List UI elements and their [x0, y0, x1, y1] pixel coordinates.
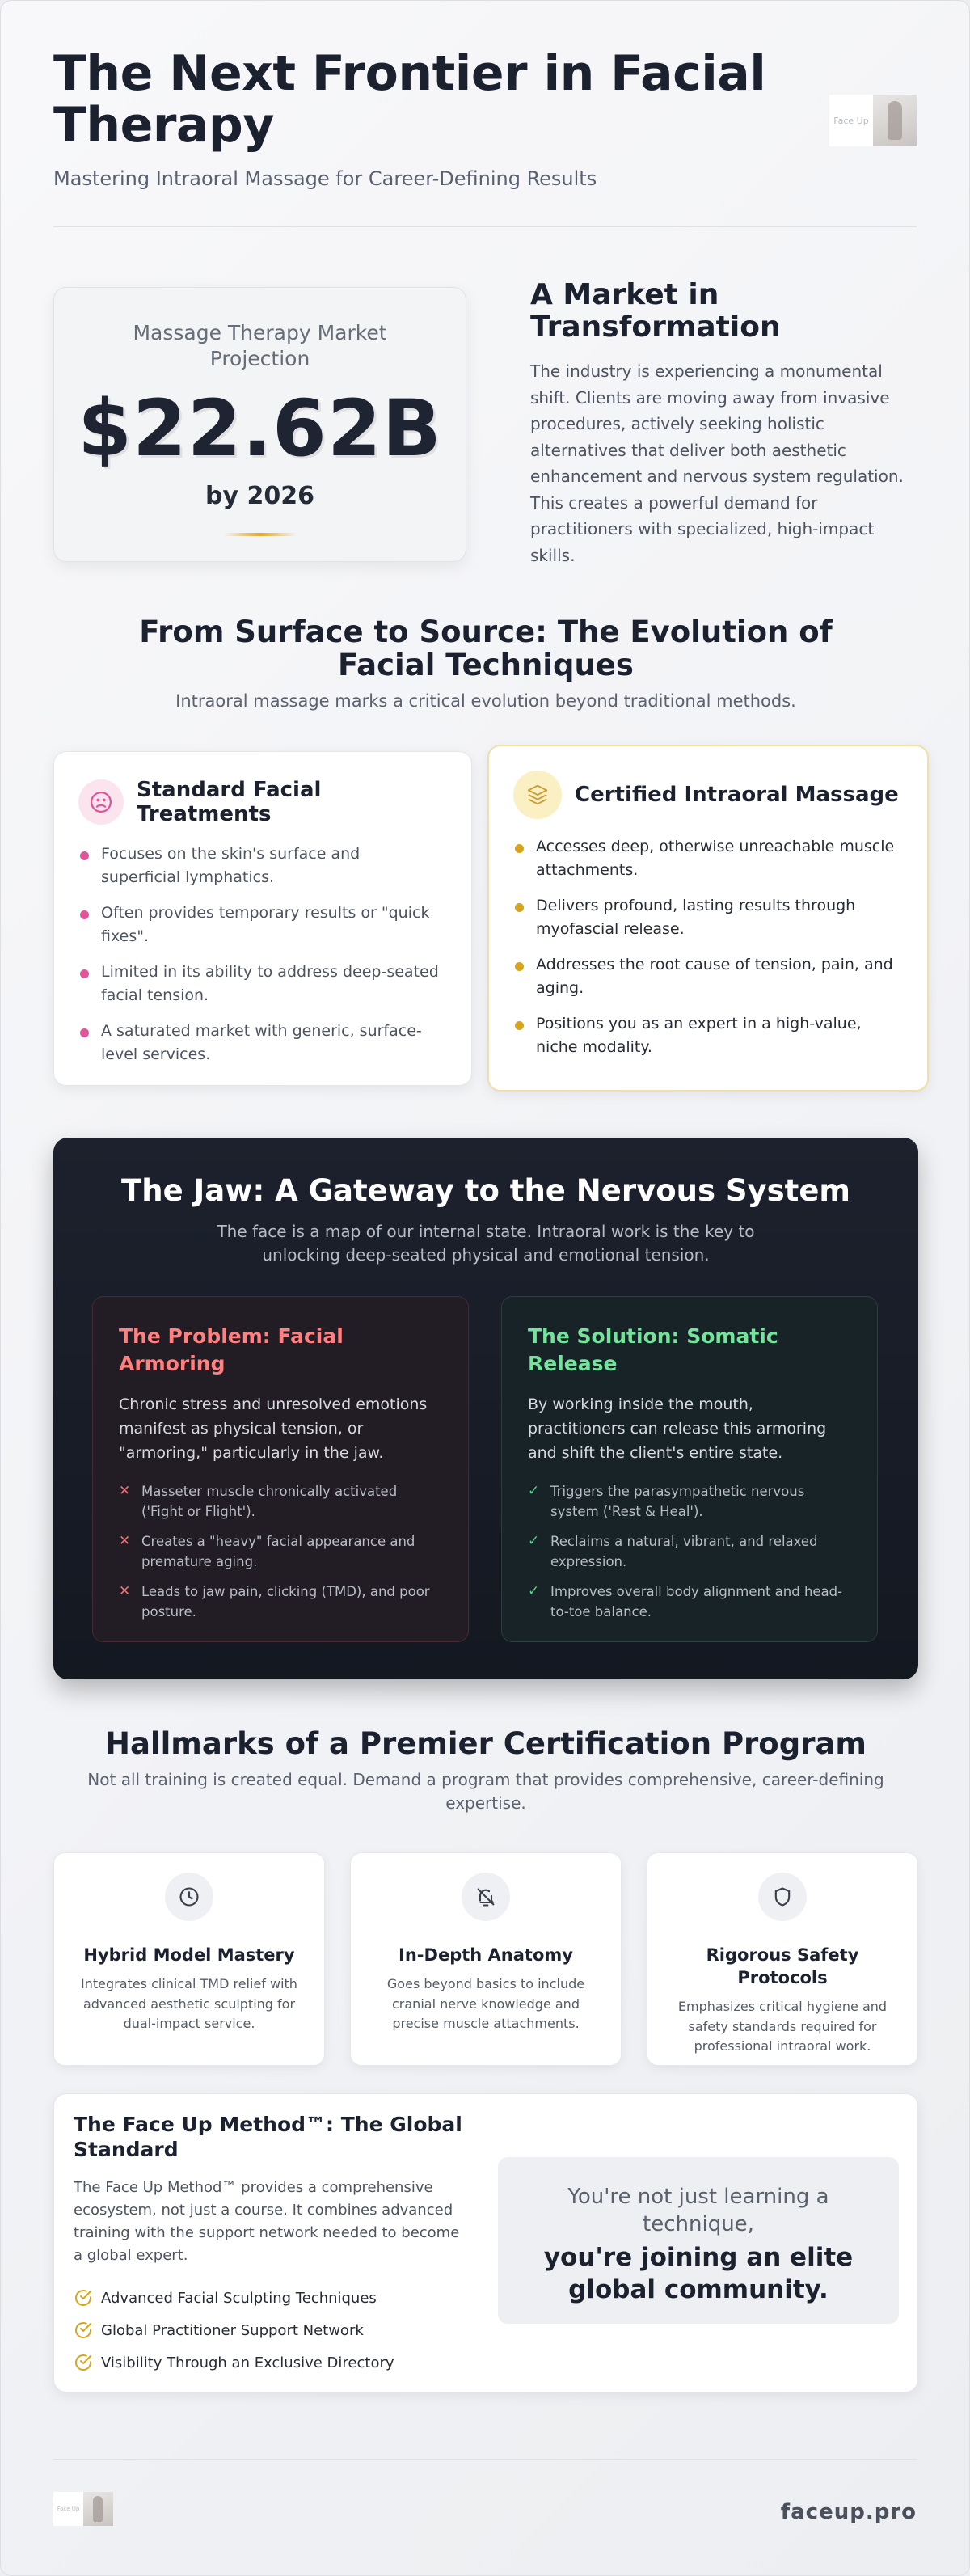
footer-website-link[interactable]: faceup.pro — [780, 2500, 917, 2524]
feature-title: Rigorous Safety Protocols — [706, 1945, 859, 1987]
evolution-subtitle: Intraoral massage marks a critical evolu… — [175, 691, 796, 711]
check-mark-icon: ✓ — [528, 1583, 540, 1599]
logo-wordmark: Face Up — [829, 95, 873, 146]
bell-off-icon — [462, 1873, 510, 1921]
check-circle-icon — [75, 2322, 91, 2338]
list-item: ✕Masseter muscle chronically activated (… — [119, 1481, 442, 1522]
layers-icon — [513, 771, 562, 819]
list-item: Advanced Facial Sculpting Techniques — [74, 2282, 394, 2314]
list-item: Accesses deep, otherwise unreachable mus… — [515, 835, 900, 882]
solution-panel: The Solution: Somatic Release By working… — [501, 1296, 878, 1642]
shield-icon — [758, 1873, 807, 1921]
list-item: Often provides temporary results or "qui… — [80, 902, 444, 948]
quote-lead: You're not just learning a technique, — [567, 2185, 829, 2236]
check-circle-icon — [75, 2354, 91, 2371]
problem-list: ✕Masseter muscle chronically activated (… — [119, 1481, 442, 1622]
list-item: ✓Improves overall body alignment and hea… — [528, 1581, 851, 1622]
problem-body: Chronic stress and unresolved emotions m… — [119, 1396, 428, 1462]
method-body: The Face Up Method™ provides a comprehen… — [74, 2179, 460, 2264]
problem-panel: The Problem: Facial Armoring Chronic str… — [92, 1296, 469, 1642]
jaw-title: The Jaw: A Gateway to the Nervous System — [120, 1173, 850, 1208]
check-circle-icon — [75, 2290, 91, 2306]
feature-card-anatomy: In-Depth Anatomy Goes beyond basics to i… — [350, 1852, 622, 2066]
stat-label: Massage Therapy Market Projection — [133, 321, 387, 370]
feature-title: Hybrid Model Mastery — [83, 1945, 295, 1965]
evolution-title: From Surface to Source: The Evolution of… — [139, 614, 833, 682]
solution-list: ✓Triggers the parasympathetic nervous sy… — [528, 1481, 851, 1622]
footer: Face Up faceup.pro — [53, 2459, 917, 2548]
list-item: Delivers profound, lasting results throu… — [515, 894, 900, 941]
community-quote: You're not just learning a technique, yo… — [498, 2157, 899, 2324]
list-item: ✕Creates a "heavy" facial appearance and… — [119, 1531, 442, 1572]
market-description: A Market in Transformation The industry … — [530, 279, 918, 568]
list-item: Focuses on the skin's surface and superf… — [80, 842, 444, 889]
market-stat-card: Massage Therapy Market Projection $22.62… — [53, 287, 466, 562]
list-item: Global Practitioner Support Network — [74, 2314, 394, 2346]
stat-year: by 2026 — [205, 482, 314, 510]
feature-card-safety: Rigorous Safety Protocols Emphasizes cri… — [647, 1852, 918, 2066]
intraoral-list: Accesses deep, otherwise unreachable mus… — [489, 819, 927, 1059]
list-item: A saturated market with generic, surface… — [80, 1020, 444, 1066]
frown-face-icon — [78, 779, 124, 825]
quote-emphasis: you're joining an elite global community… — [543, 2243, 854, 2304]
list-item: Limited in its ability to address deep-s… — [80, 961, 444, 1007]
method-title: The Face Up Method™: The Global Standard — [74, 2113, 462, 2161]
intraoral-card-title: Certified Intraoral Massage — [575, 783, 899, 807]
footer-logo: Face Up — [53, 2492, 113, 2526]
feature-card-hybrid-model: Hybrid Model Mastery Integrates clinical… — [53, 1852, 325, 2066]
logo-photo — [873, 95, 917, 146]
list-item: Addresses the root cause of tension, pai… — [515, 953, 900, 1000]
header: The Next Frontier in Facial Therapy Mast… — [53, 48, 917, 227]
logo-photo — [83, 2492, 113, 2526]
jaw-subtitle: The face is a map of our internal state.… — [217, 1222, 755, 1265]
intraoral-massage-card: Certified Intraoral Massage Accesses dee… — [487, 745, 929, 1092]
list-item: ✓Reclaims a natural, vibrant, and relaxe… — [528, 1531, 851, 1572]
clock-icon — [165, 1873, 213, 1921]
x-mark-icon: ✕ — [119, 1533, 131, 1549]
method-list: Advanced Facial Sculpting Techniques Glo… — [74, 2282, 394, 2379]
x-mark-icon: ✕ — [119, 1583, 131, 1599]
logo-wordmark: Face Up — [53, 2492, 83, 2526]
standard-card-title: Standard Facial Treatments — [137, 778, 322, 826]
solution-title: The Solution: Somatic Release — [528, 1324, 778, 1375]
list-item: Positions you as an expert in a high-val… — [515, 1012, 900, 1059]
hallmarks-subtitle: Not all training is created equal. Deman… — [87, 1770, 884, 1813]
list-item: ✕Leads to jaw pain, clicking (TMD), and … — [119, 1581, 442, 1622]
x-mark-icon: ✕ — [119, 1483, 131, 1499]
list-item: ✓Triggers the parasympathetic nervous sy… — [528, 1481, 851, 1522]
standard-treatments-card: Standard Facial Treatments Focuses on th… — [53, 751, 472, 1086]
feature-body: Integrates clinical TMD relief with adva… — [81, 1976, 297, 2031]
standard-list: Focuses on the skin's surface and superf… — [54, 826, 471, 1066]
feature-title: In-Depth Anatomy — [399, 1945, 573, 1965]
stat-divider — [223, 533, 297, 536]
brand-logo: Face Up — [829, 95, 917, 146]
page-subtitle: Mastering Intraoral Massage for Career-D… — [53, 167, 597, 190]
feature-body: Emphasizes critical hygiene and safety s… — [677, 1999, 888, 2054]
market-title: A Market in Transformation — [530, 278, 781, 344]
face-up-method-card: The Face Up Method™: The Global Standard… — [53, 2093, 918, 2392]
list-item: Visibility Through an Exclusive Director… — [74, 2346, 394, 2379]
check-mark-icon: ✓ — [528, 1533, 540, 1549]
hallmarks-title: Hallmarks of a Premier Certification Pro… — [105, 1726, 867, 1761]
solution-body: By working inside the mouth, practitione… — [528, 1396, 827, 1462]
jaw-nervous-system-section: The Jaw: A Gateway to the Nervous System… — [53, 1138, 918, 1679]
problem-title: The Problem: Facial Armoring — [119, 1324, 344, 1375]
page-title: The Next Frontier in Facial Therapy — [53, 45, 766, 154]
market-body: The industry is experiencing a monumenta… — [530, 361, 904, 565]
feature-body: Goes beyond basics to include cranial ne… — [386, 1976, 585, 2031]
check-mark-icon: ✓ — [528, 1483, 540, 1499]
stat-value: $22.62B — [78, 383, 442, 474]
